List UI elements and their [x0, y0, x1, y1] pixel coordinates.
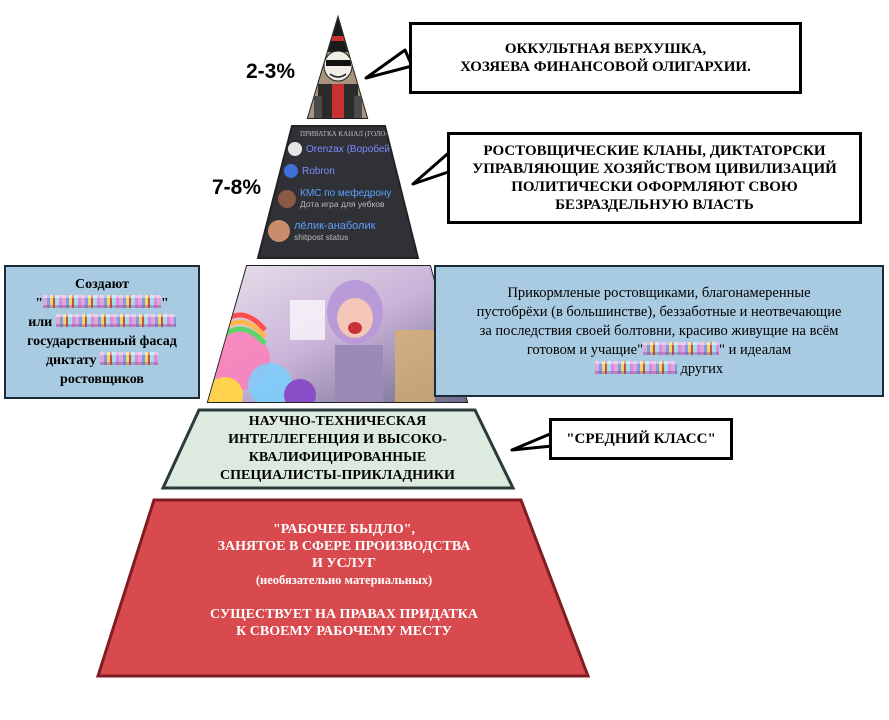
left-line-3: или [27, 313, 177, 332]
anime-collage-art [208, 266, 467, 402]
base-line-3: И УСЛУГ [311, 556, 377, 571]
top-tier-bubble: ОККУЛЬТНАЯ ВЕРХУШКА, ХОЗЯЕВА ФИНАНСОВОЙ … [409, 22, 802, 94]
censored-word [43, 295, 161, 308]
avatar [278, 189, 296, 208]
base-tier [95, 498, 591, 678]
second-tier-bubble: РОСТОВЩИЧЕСКИЕ КЛАНЫ, ДИКТАТОРСКИ УПРАВЛ… [447, 132, 862, 224]
right-line-3: за последствия своей болтовни, красиво ж… [479, 322, 839, 339]
chat-member-2: Robron [284, 164, 335, 178]
others-word: других [680, 360, 724, 377]
dictate-word: диктату [45, 353, 97, 368]
base-line-4: СУЩЕСТВУЕТ НА ПРАВАХ ПРИДАТКА [210, 607, 478, 622]
top-tier [306, 14, 369, 119]
censored-word [100, 352, 159, 365]
chat-screenshot: ПРИВАТКА КАНАЛ (ГОЛОС) Orenzax (Воробей)… [262, 128, 412, 256]
chat-member-status: Дота игра для уебков [300, 199, 385, 209]
third-tier [206, 265, 469, 403]
chat-member-3: КМС по мефедрону Дота игра для уебков [278, 188, 391, 209]
or-word: или [28, 315, 53, 330]
fourth-tier-text: НАУЧНО-ТЕХНИЧЕСКАЯ ИНТЕЛЛЕГЕНЦИЯ И ВЫСОК… [200, 411, 475, 487]
right-line-1: Прикормленые ростовщиками, благонамеренн… [507, 284, 811, 301]
base-line-2: ЗАНЯТОЕ В СФЕРЕ ПРОИЗВОДСТВА [217, 539, 471, 554]
censored-word [55, 314, 176, 327]
base-small-line: (необязательно материальных) [255, 573, 433, 587]
chat-member-name: КМС по мефедрону [300, 188, 392, 199]
second-percent-label: 7-8% [212, 176, 262, 199]
left-line-4: государственный фасад [27, 334, 177, 349]
censored-word [643, 341, 720, 355]
second-tier [256, 125, 420, 259]
right-box-text: Прикормленые ростовщиками, благонамеренн… [477, 284, 842, 379]
censored-word [594, 360, 677, 374]
quote-open: " [35, 296, 43, 311]
occult-character-art [308, 18, 367, 118]
left-box-text: Создают "" или государственный фасад дик… [27, 275, 177, 389]
left-line-6: ростовщиков [60, 372, 144, 387]
right-line-4b: " и идеалам [719, 341, 792, 358]
chat-member-4: лёлик-анаболик shitpost status [268, 220, 375, 242]
chat-member-name: Robron [302, 165, 335, 177]
fourth-line-2: ИНТЕЛЛЕГЕНЦИЯ И ВЫСОКО- [228, 432, 447, 447]
chat-member-name: лёлик-анаболик [294, 220, 376, 232]
avatar [288, 142, 302, 156]
chat-member-1: Orenzax (Воробей) [288, 142, 393, 156]
fourth-line-3: КВАЛИФИЦИРОВАННЫЕ [248, 450, 427, 465]
right-line-4a: готовом и учащие" [526, 341, 644, 358]
base-tier-text: "РАБОЧЕЕ БЫДЛО", ЗАНЯТОЕ В СФЕРЕ ПРОИЗВО… [168, 521, 520, 640]
avatar [284, 164, 298, 178]
fourth-line-4: СПЕЦИАЛИСТЫ-ПРИКЛАДНИКИ [220, 468, 455, 483]
middle-class-bubble: "СРЕДНИЙ КЛАСС" [549, 418, 733, 460]
top-percent-label: 2-3% [246, 60, 296, 83]
quote-close: " [161, 296, 169, 311]
middle-bubble-tail [510, 432, 554, 452]
fourth-tier [160, 408, 516, 490]
right-line-4: готовом и учащие" " и идеалам [477, 341, 842, 360]
left-line-5: диктату [27, 351, 177, 370]
base-line-5: К СВОЕМУ РАБОЧЕМУ МЕСТУ [236, 624, 452, 639]
right-line-5: других [477, 360, 842, 379]
base-line-1: "РАБОЧЕЕ БЫДЛО", [272, 522, 416, 537]
left-line-1: Создают [75, 277, 129, 292]
chat-member-status: shitpost status [294, 232, 349, 242]
left-line-2: "" [27, 294, 177, 313]
third-tier-left-box: Создают "" или государственный фасад дик… [4, 265, 200, 399]
right-line-2: пустобрёхи (в большинстве), беззаботные … [476, 303, 842, 320]
chat-member-name: Orenzax (Воробей) [306, 143, 394, 155]
chat-header: ПРИВАТКА КАНАЛ (ГОЛОС) [300, 130, 393, 138]
third-tier-right-box: Прикормленые ростовщиками, благонамеренн… [434, 265, 884, 397]
avatar [268, 220, 290, 242]
fourth-line-1: НАУЧНО-ТЕХНИЧЕСКАЯ [248, 414, 427, 429]
top-bubble-tail [364, 48, 414, 80]
